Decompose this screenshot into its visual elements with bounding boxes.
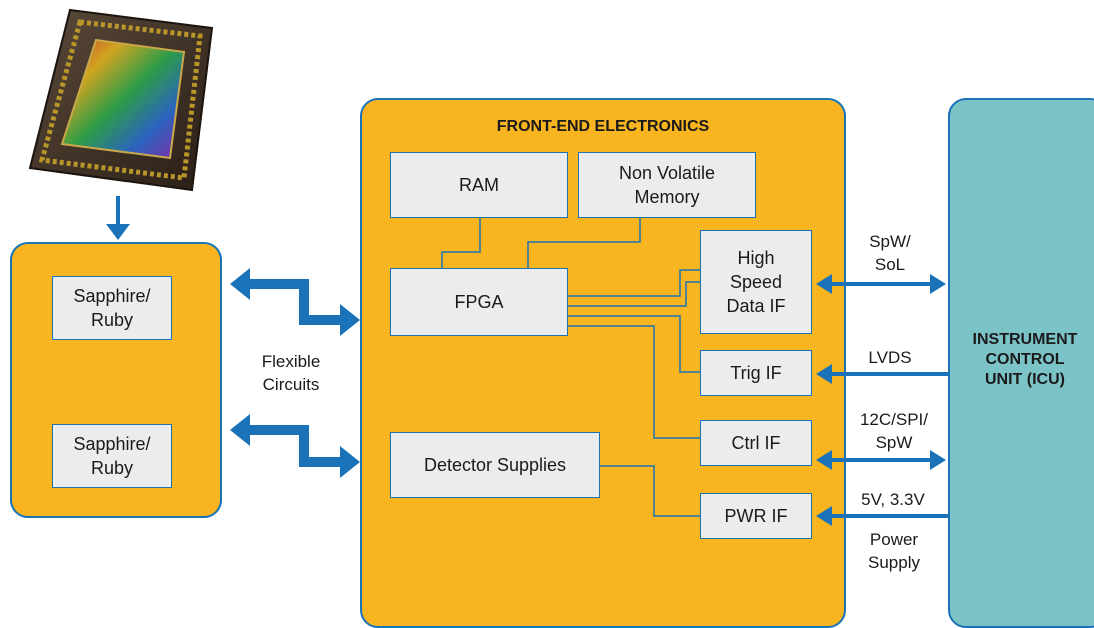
sapphire-ruby-top: Sapphire/ Ruby [52, 276, 172, 340]
lvds-link-arrow [816, 364, 948, 384]
fpga-block: FPGA [390, 268, 568, 336]
i2c-spi-spw-label: 12C/SPI/ SpW [859, 410, 929, 452]
front-end-title: FRONT-END ELECTRONICS [496, 118, 710, 135]
power-supply-label: Power Supply [868, 530, 920, 572]
chip-down-arrow [106, 196, 130, 240]
pwr-if-block: PWR IF [700, 493, 812, 539]
icu-panel [948, 98, 1094, 628]
internal-wiring [441, 218, 700, 517]
flex-arrow-top [230, 268, 360, 336]
ctrl-if-block: Ctrl IF [700, 420, 812, 466]
high-speed-data-if-block: High Speed Data IF [700, 230, 812, 334]
nvm-block: Non Volatile Memory [578, 152, 756, 218]
ram-block: RAM [390, 152, 568, 218]
power-link-arrow [816, 506, 948, 526]
trig-if-block: Trig IF [700, 350, 812, 396]
spw-link-arrow [816, 274, 946, 294]
icu-label: INSTRUMENT CONTROL UNIT (ICU) [972, 331, 1078, 388]
detector-supplies-block: Detector Supplies [390, 432, 600, 498]
lvds-label: LVDS [868, 348, 912, 367]
spw-sol-label: SpW/ SoL [869, 232, 911, 274]
ctrl-link-arrow [816, 450, 946, 470]
voltage-label: 5V, 3.3V [861, 490, 925, 509]
flex-arrow-bottom [230, 414, 360, 478]
sapphire-ruby-bottom: Sapphire/ Ruby [52, 424, 172, 488]
flexible-circuits-label: Flexible Circuits [261, 352, 321, 394]
